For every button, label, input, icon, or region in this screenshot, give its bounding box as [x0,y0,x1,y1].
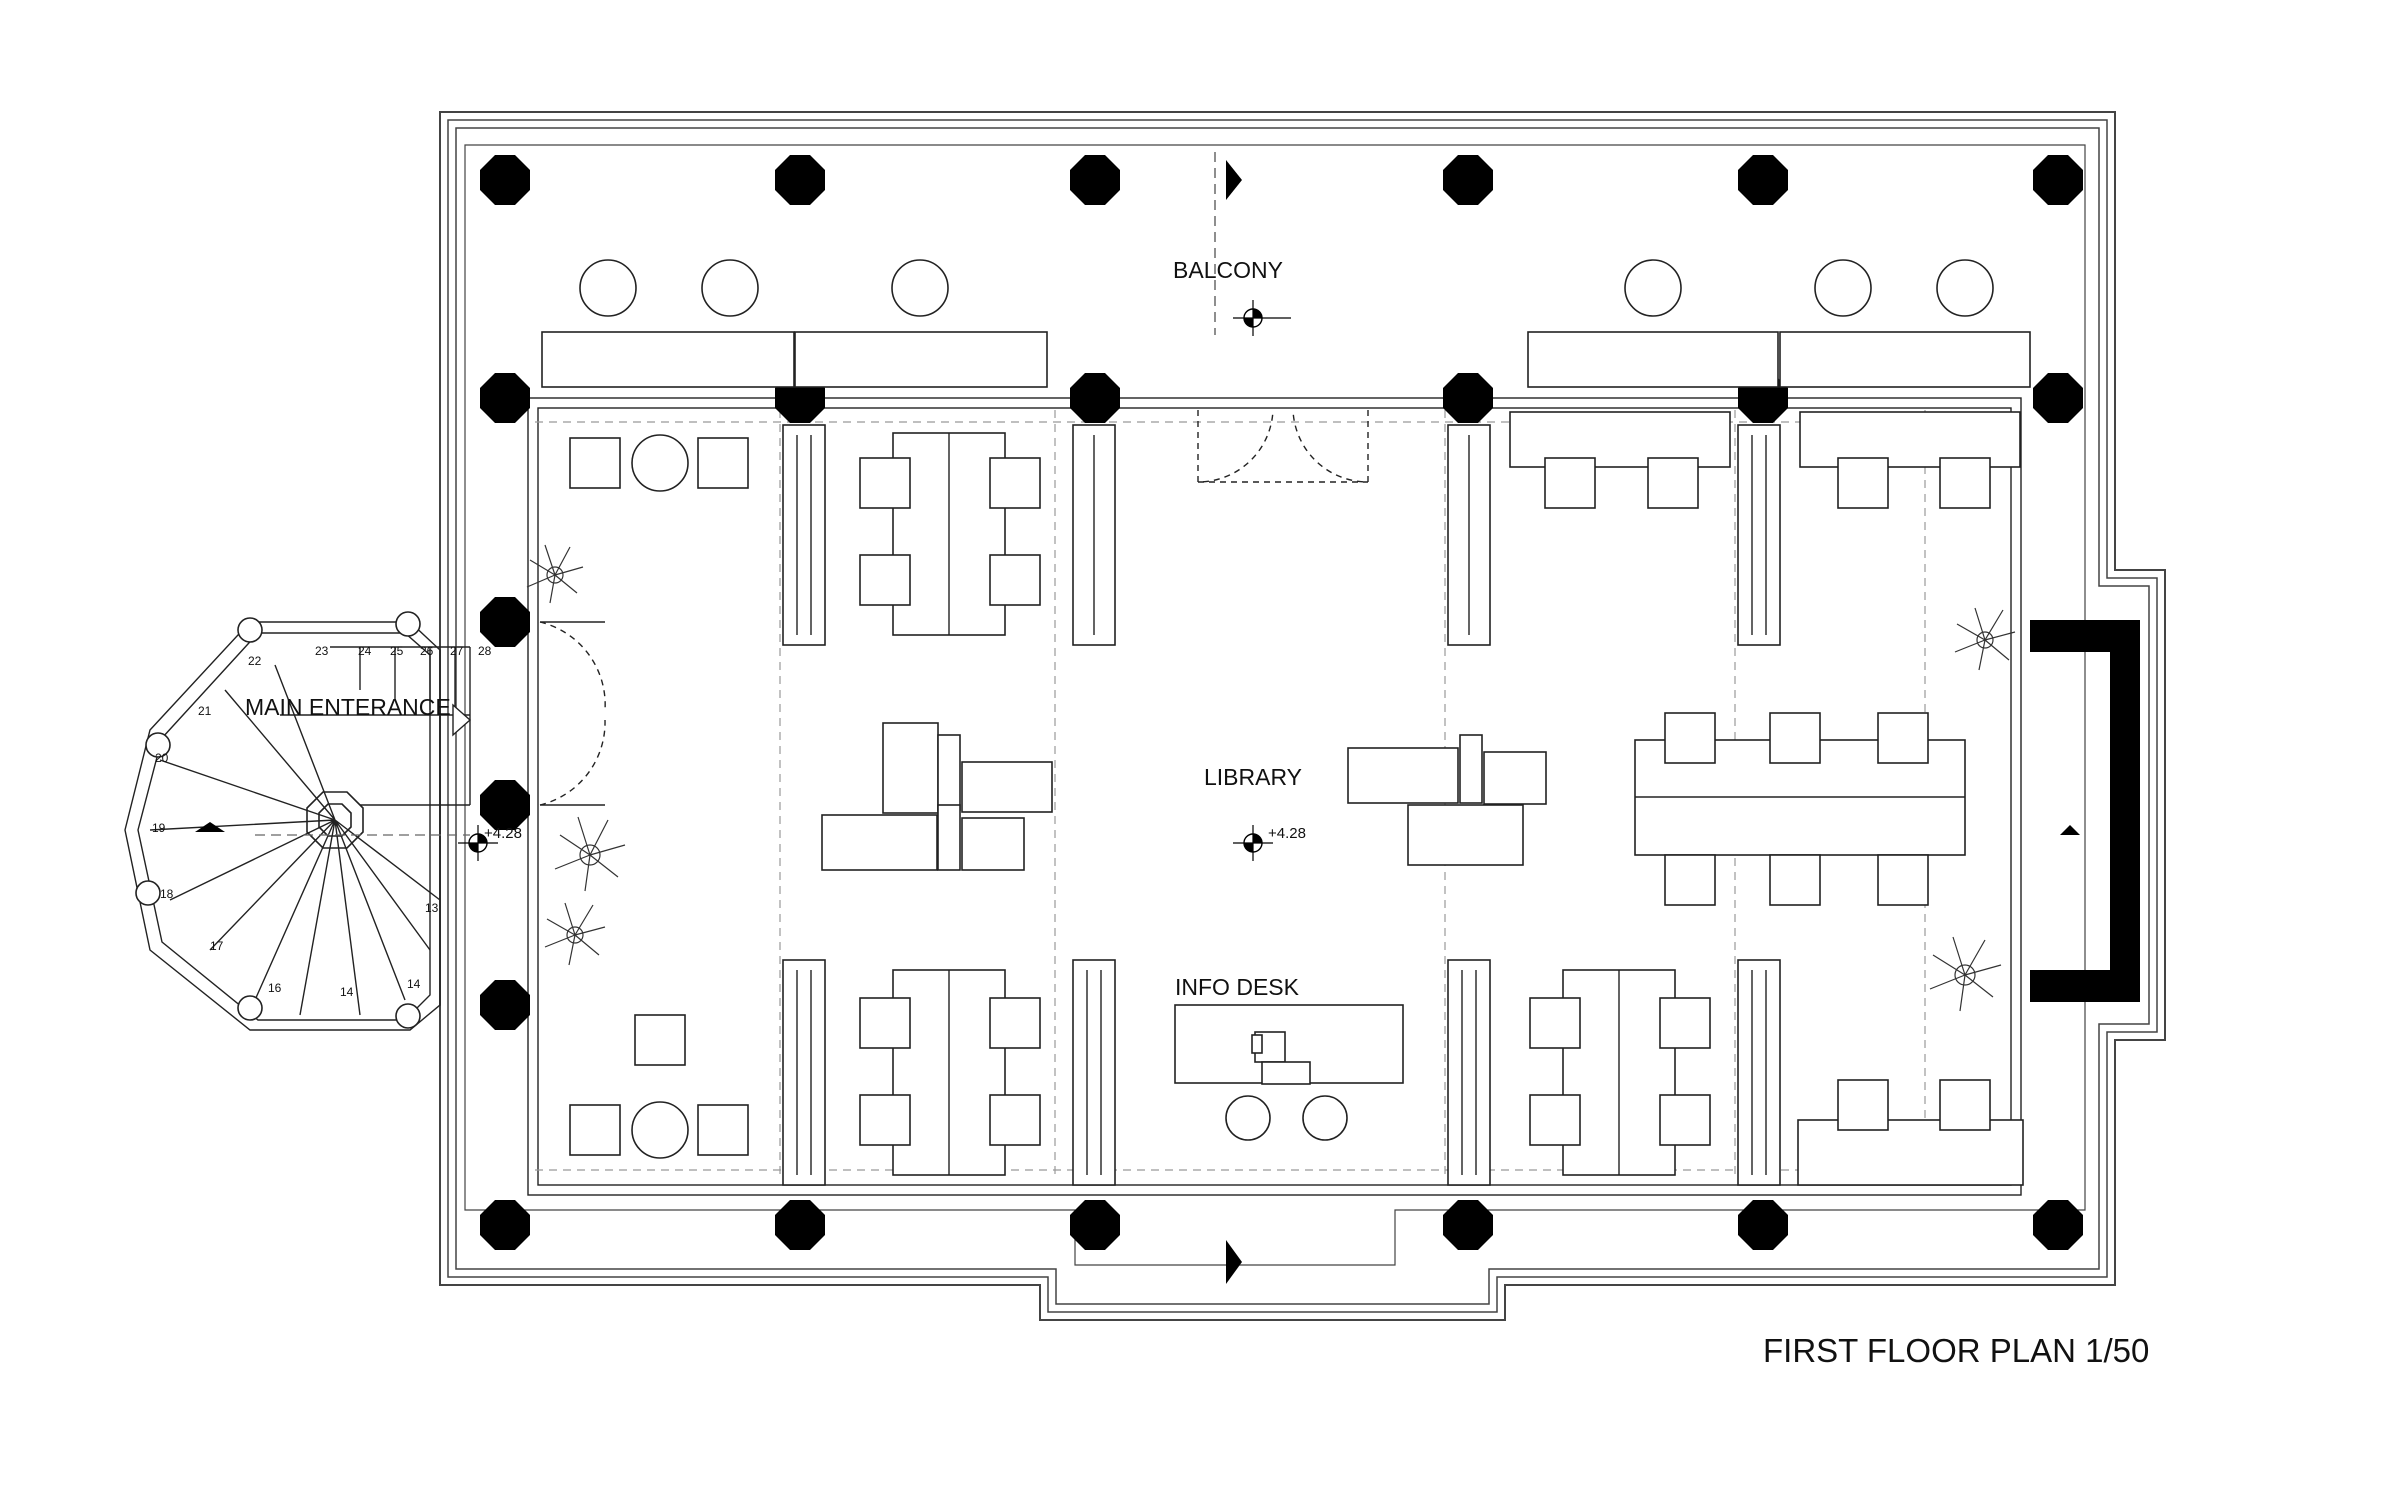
group-table [1634,712,1966,906]
balcony-furniture [541,259,2031,388]
stair-step-13: 13 [425,901,439,915]
stair-step-14a: 14 [407,977,421,991]
plants [526,544,2016,1012]
library-level-text: +4.28 [1268,825,1306,842]
stair-step-21: 21 [198,704,212,718]
balcony-label: BALCONY [1173,257,1283,283]
stair-step-24: 24 [358,644,372,658]
spiral-stair: 13 14 14 15 16 17 18 19 20 21 22 23 24 2… [124,611,492,1031]
level-marker-library [1233,825,1273,861]
bookshelves [782,424,1781,1186]
stair-step-28: 28 [478,644,492,658]
main-entrance-label: MAIN ENTERANCE [245,694,451,720]
entrance-lounge-furniture [569,434,749,1159]
stair-step-19: 19 [152,821,166,835]
stair-step-14b: 14 [340,985,354,999]
stair-step-18: 18 [160,887,174,901]
east-bay-window [2030,620,2140,1002]
reading-tables-right [1509,411,2024,1186]
entrance-level-text: +4.28 [484,825,522,842]
study-tables [859,432,1711,1176]
info-desk [1174,1004,1404,1141]
balcony-access-marker [1214,152,1242,335]
balcony-doors [1197,409,1369,483]
stair-step-27: 27 [450,644,464,658]
south-access-marker [1226,1240,1242,1284]
stair-step-16: 16 [268,981,282,995]
info-desk-label: INFO DESK [1175,974,1300,1000]
library-label: LIBRARY [1204,764,1302,790]
outer-wall [439,111,2166,1321]
level-marker-entrance [458,825,498,861]
stair-step-26: 26 [420,644,434,658]
plan-title: FIRST FLOOR PLAN 1/50 [1763,1332,2149,1369]
stair-step-22: 22 [248,654,262,668]
stair-step-23: 23 [315,644,329,658]
stair-step-25: 25 [390,644,404,658]
lounge-seating [821,722,1547,871]
entrance-doors [539,621,606,806]
level-marker-balcony [1233,300,1291,336]
stair-step-17: 17 [210,939,224,953]
stair-step-20: 20 [155,751,169,765]
